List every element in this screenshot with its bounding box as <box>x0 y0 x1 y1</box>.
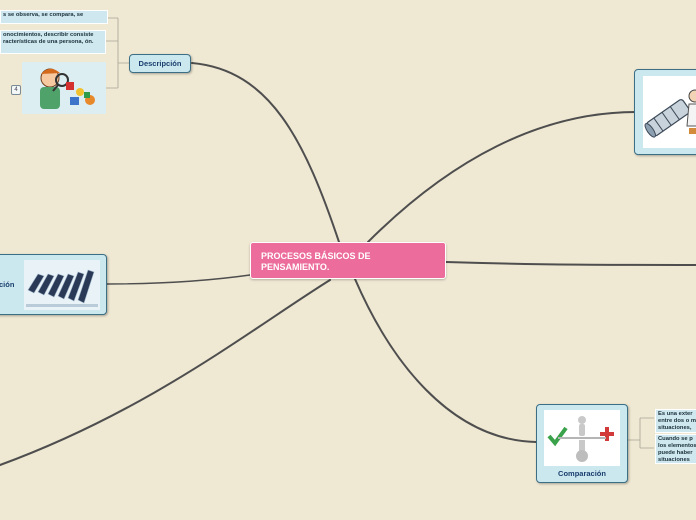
link-descripcion <box>192 63 340 245</box>
link-right <box>446 262 696 265</box>
attachment-count-badge[interactable]: 4 <box>11 85 21 95</box>
file-folders-illustration <box>24 260 100 310</box>
comparacion-image <box>544 410 620 466</box>
topic-comparacion[interactable]: Comparación <box>536 404 628 483</box>
topic-top-right-image <box>643 76 696 148</box>
topic-descripcion-label: Descripción <box>130 55 190 73</box>
balance-checkmark-illustration <box>544 410 620 466</box>
descripcion-cartoon-image <box>22 62 106 114</box>
branch-comparacion <box>628 418 654 448</box>
comparacion-note-1-text: Es una exter entre dos o m situaciones, <box>658 411 696 431</box>
magnifying-kid-illustration <box>22 62 106 114</box>
topic-left-image <box>24 260 100 310</box>
central-topic-title: PROCESOS BÁSICOS DE PENSAMIENTO. <box>261 251 371 272</box>
descripcion-note-2-text: onocimientos, describir consiste racterí… <box>3 32 94 45</box>
link-comparacion <box>355 279 536 442</box>
descripcion-note-2[interactable]: onocimientos, describir consiste racterí… <box>0 30 106 54</box>
attachment-count-text: 4 <box>14 87 17 93</box>
telescope-scientist-illustration <box>643 76 696 148</box>
topic-top-right[interactable] <box>634 69 696 155</box>
topic-left[interactable]: ción <box>0 254 107 315</box>
comparacion-note-2[interactable]: Cuando se p los elementos puede haber si… <box>655 434 696 464</box>
comparacion-note-1[interactable]: Es una exter entre dos o m situaciones, <box>655 409 696 433</box>
descripcion-note-1-text: s se observa, se compara, se <box>3 12 83 18</box>
topic-left-label: ción <box>0 280 14 289</box>
central-topic[interactable]: PROCESOS BÁSICOS DE PENSAMIENTO. <box>250 242 446 279</box>
link-top-right <box>368 112 636 242</box>
comparacion-note-2-text: Cuando se p los elementos puede haber si… <box>658 436 696 463</box>
topic-comparacion-label: Comparación <box>537 469 627 478</box>
topic-descripcion[interactable]: Descripción <box>129 54 191 73</box>
branch-descripcion <box>106 18 129 88</box>
link-left <box>107 275 250 284</box>
descripcion-note-1[interactable]: s se observa, se compara, se <box>0 10 108 24</box>
